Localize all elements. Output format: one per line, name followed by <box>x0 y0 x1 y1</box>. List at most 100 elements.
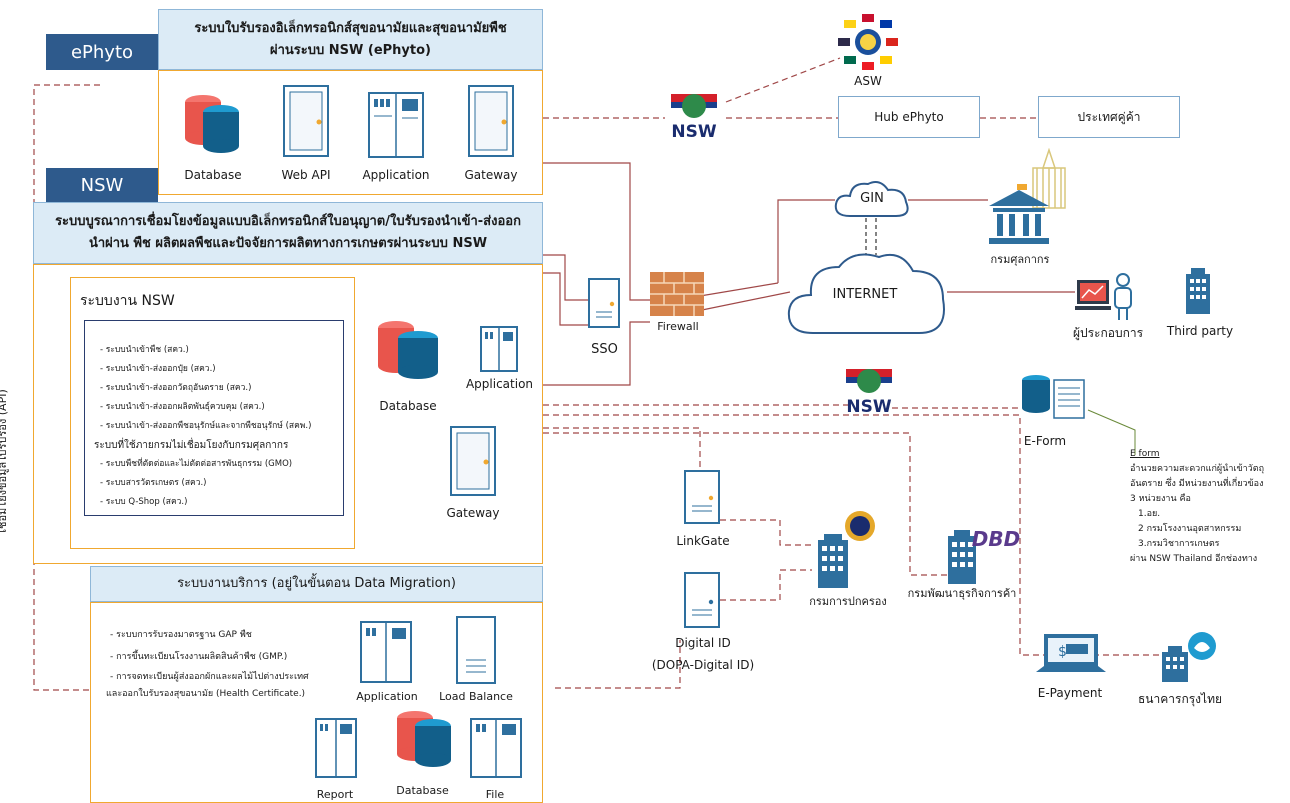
operator-label: ผู้ประกอบการ <box>1072 326 1144 340</box>
customs-label: กรมศุลกากร <box>990 253 1050 266</box>
application-server-icon <box>480 326 518 372</box>
application-server-icon <box>360 621 412 683</box>
list-item: - ระบบนำเข้าพืช (สคว.) <box>100 345 189 355</box>
service-header: ระบบงานบริการ (อยู่ในขั้นตอน Data Migrat… <box>90 566 543 602</box>
eform-note: E form อำนวยความสะดวกแก่ผู้นำเข้าวัตถุ อ… <box>1130 447 1264 567</box>
dbd-logo-text: DBD <box>972 527 1020 551</box>
side-label: เชื่อมโยงข้อมูลใบรับรอง (API) <box>0 389 9 533</box>
list-item: - ระบบนำเข้า-ส่งออกปุ๋ย (สคว.) <box>100 364 216 374</box>
firewall-icon <box>650 272 704 316</box>
linkgate-label: LinkGate <box>676 534 730 548</box>
operator-icon <box>1075 273 1132 320</box>
epayment-label: E-Payment <box>1037 686 1103 700</box>
nsw-system-list: - ระบบนำเข้าพืช (สคว.) - ระบบนำเข้า-ส่งอ… <box>94 341 312 512</box>
database-icon <box>397 711 451 767</box>
list-item: - ระบบพืชที่ตัดต่อและไม่ตัดต่อสารพันธุกร… <box>100 459 293 469</box>
nsw-tag: NSW <box>46 168 158 202</box>
ephyto-application-label: Application <box>362 168 430 182</box>
eform-label: E-Form <box>1023 434 1067 448</box>
partner-country-box: ประเทศคู่ค้า <box>1038 96 1180 138</box>
ktb-bank-icon <box>1162 632 1216 682</box>
server-icon <box>283 85 329 157</box>
service-loadbalance-label: Load Balance <box>439 690 513 703</box>
nsw-database-label: Database <box>379 399 437 413</box>
nsw-logo-icon: NSW <box>671 94 717 142</box>
list-item: - ระบบนำเข้า-ส่งออกวัตถุอันตราย (สคว.) <box>100 383 252 393</box>
firewall-label: Firewall <box>657 320 699 333</box>
gin-label: GIN <box>860 191 884 206</box>
list-item: - ระบบสารวัตรเกษตร (สคว.) <box>100 478 207 488</box>
sso-label: SSO <box>591 342 618 357</box>
ephyto-gateway-label: Gateway <box>464 168 518 182</box>
nsw-title: ระบบบูรณาการเชื่อมโยงข้อมูลแบบอิเล็กทรอน… <box>55 214 521 229</box>
load-balance-icon <box>456 616 496 684</box>
asw-label: ASW <box>854 74 882 88</box>
report-server-icon <box>315 718 357 778</box>
nsw-subtitle: นำผ่าน พืช ผลิตผลพืชและปัจจัยการผลิตทางก… <box>88 236 488 251</box>
eform-icon <box>1022 375 1085 419</box>
ephyto-subtitle: ผ่านระบบ NSW (ePhyto) <box>269 42 431 58</box>
internet-cloud-icon <box>787 253 945 334</box>
list-item: - ระบบ Q-Shop (สคว.) <box>100 497 188 507</box>
service-title: ระบบงานบริการ (อยู่ในขั้นตอน Data Migrat… <box>177 576 456 591</box>
nsw-system-title: ระบบงาน NSW <box>80 293 175 309</box>
list-item: อันตราย ซึ่ง มีหน่วยงานที่เกี่ยวข้อง <box>1130 479 1264 489</box>
svg-text:$: $ <box>1058 644 1067 660</box>
list-item: 3 หน่วยงาน คือ <box>1130 494 1191 504</box>
list-item: - ระบบนำเข้า-ส่งออกผลิตพันธุ์ควบคุม (สคว… <box>100 402 265 412</box>
service-report-label: Report <box>316 788 354 801</box>
list-item: อำนวยความสะดวกแก่ผู้นำเข้าวัตถุ <box>1130 464 1265 474</box>
list-item: - การขึ้นทะเบียนโรงงานผลิตสินค้าพืช (GMP… <box>110 652 288 662</box>
internet-label: INTERNET <box>832 287 898 302</box>
nsw-system-list-box <box>84 320 344 516</box>
list-item: ผ่าน NSW Thailand อีกช่องทาง <box>1130 554 1258 564</box>
ephyto-title: ระบบใบรับรองอิเล็กทรอนิกส์สุขอนามัยและสุ… <box>194 20 507 36</box>
sso-server-icon <box>588 278 620 328</box>
partner-country-label: ประเทศคู่ค้า <box>1077 109 1141 124</box>
list-item: - ระบบนำเข้า-ส่งออกพืชอนุรักษ์และจากพืชอ… <box>100 421 312 431</box>
nsw-logo-text: NSW <box>846 397 891 417</box>
dopa-building-icon <box>818 511 875 588</box>
list-item: - ระบบการรับรองมาตรฐาน GAP พืช <box>110 630 252 640</box>
gateway-server-icon <box>468 85 514 157</box>
file-server-icon <box>470 718 522 778</box>
third-party-building-icon <box>1186 268 1210 314</box>
list-item: 1.อย. <box>1138 509 1161 519</box>
service-application-label: Application <box>356 690 418 703</box>
application-server-icon <box>368 92 424 158</box>
nsw-application-label: Application <box>465 377 534 391</box>
service-list: - ระบบการรับรองมาตรฐาน GAP พืช - การขึ้น… <box>106 624 309 702</box>
ephyto-tag: ePhyto <box>46 34 158 70</box>
dopa-label: กรมการปกครอง <box>809 595 887 608</box>
database-icon <box>378 321 438 379</box>
gateway-server-icon <box>450 426 496 496</box>
ephyto-database-label: Database <box>184 168 242 182</box>
nsw-system-box <box>70 277 355 549</box>
nsw-header: ระบบบูรณาการเชื่อมโยงข้อมูลแบบอิเล็กทรอน… <box>33 202 543 264</box>
third-party-label: Third party <box>1166 324 1234 338</box>
list-item: - การจดทะเบียนผู้ส่งออกผักและผลไม้ไปต่าง… <box>110 672 309 682</box>
list-item: และออกใบรับรองสุขอนามัย (Health Certific… <box>106 689 306 699</box>
ephyto-webapi-label: Web API <box>281 168 331 182</box>
list-item: 3.กรมวิชาการเกษตร <box>1138 539 1220 549</box>
digital-id-label: Digital ID <box>675 636 731 650</box>
hub-ephyto-label: Hub ePhyto <box>874 110 944 124</box>
nsw-logo-icon: NSW <box>846 369 892 417</box>
gin-cloud-icon <box>834 181 909 217</box>
eform-note-title: E form <box>1130 449 1160 459</box>
digital-id-server-icon <box>684 572 720 628</box>
service-database-label: Database <box>396 784 449 797</box>
nsw-gateway-label: Gateway <box>446 506 500 520</box>
linkgate-server-icon <box>684 470 720 524</box>
asw-flags-icon <box>838 14 898 70</box>
dbd-building-icon: DBD <box>948 527 1020 584</box>
digital-id-sub-label: (DOPA-Digital ID) <box>651 658 755 672</box>
list-item: ระบบที่ใช้ภายกรมไม่เชื่อมโยงกับกรมศุลกาก… <box>94 440 289 451</box>
list-item: 2 กรมโรงงานอุตสาหกรรม <box>1138 524 1242 534</box>
dbd-label: กรมพัฒนาธุรกิจการค้า <box>907 587 1017 600</box>
service-file-label: File <box>485 788 505 801</box>
nsw-logo-text: NSW <box>671 122 716 142</box>
ktb-label: ธนาคารกรุงไทย <box>1137 692 1223 706</box>
epayment-icon: $ <box>1036 634 1106 672</box>
